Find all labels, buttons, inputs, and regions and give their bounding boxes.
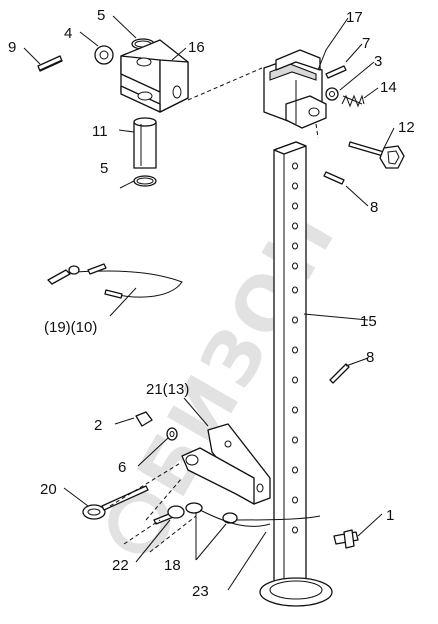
- bolt-1: [333, 529, 359, 549]
- label-12: 12: [398, 119, 415, 136]
- watermark: БИЗОН: [108, 195, 353, 554]
- label-3: 3: [374, 53, 382, 70]
- label-11: 11: [92, 123, 108, 140]
- pin-11: [133, 117, 157, 169]
- label-1: 1: [386, 507, 394, 524]
- lynch-pin-22: [153, 505, 185, 525]
- cable-19-10: [47, 263, 183, 299]
- label-16: 16: [188, 39, 205, 56]
- label-8-upper: 8: [370, 199, 378, 216]
- pin-9: [37, 55, 63, 72]
- pin-8-lower: [329, 363, 350, 384]
- label-20: 20: [40, 481, 57, 498]
- leader-lines: [23, 15, 395, 591]
- clips-18: [185, 502, 321, 527]
- nut-2: [135, 411, 153, 427]
- label-2: 2: [94, 417, 102, 434]
- pin-8-upper: [323, 171, 345, 185]
- post-15: [273, 141, 307, 591]
- foot-plate-23: [259, 577, 333, 607]
- label-21-13: 21(13): [146, 381, 189, 398]
- housing-17: [263, 49, 327, 129]
- post-holes: [292, 162, 298, 534]
- label-5-top: 5: [97, 7, 105, 24]
- label-5-bottom: 5: [100, 160, 108, 177]
- pin-7: [325, 65, 347, 79]
- label-17: 17: [346, 9, 363, 26]
- label-4: 4: [64, 25, 72, 42]
- label-22: 22: [112, 557, 129, 574]
- washer-6: [166, 427, 178, 441]
- label-8-lower: 8: [366, 349, 374, 366]
- label-1910: (19)(10): [44, 319, 97, 336]
- eye-bolt-20: [82, 485, 149, 520]
- label-15: 15: [360, 313, 377, 330]
- washer-3: [325, 87, 339, 101]
- label-14: 14: [380, 79, 397, 96]
- clamp-bracket-21-13: [181, 423, 271, 505]
- bracket-16: [120, 39, 189, 113]
- label-7: 7: [362, 35, 370, 52]
- label-18: 18: [164, 557, 181, 574]
- handle-pin-12: [348, 141, 405, 169]
- label-23: 23: [192, 583, 209, 600]
- label-9: 9: [8, 39, 16, 56]
- spring-14: [341, 94, 365, 108]
- label-6: 6: [118, 459, 126, 476]
- washer-4: [94, 45, 114, 65]
